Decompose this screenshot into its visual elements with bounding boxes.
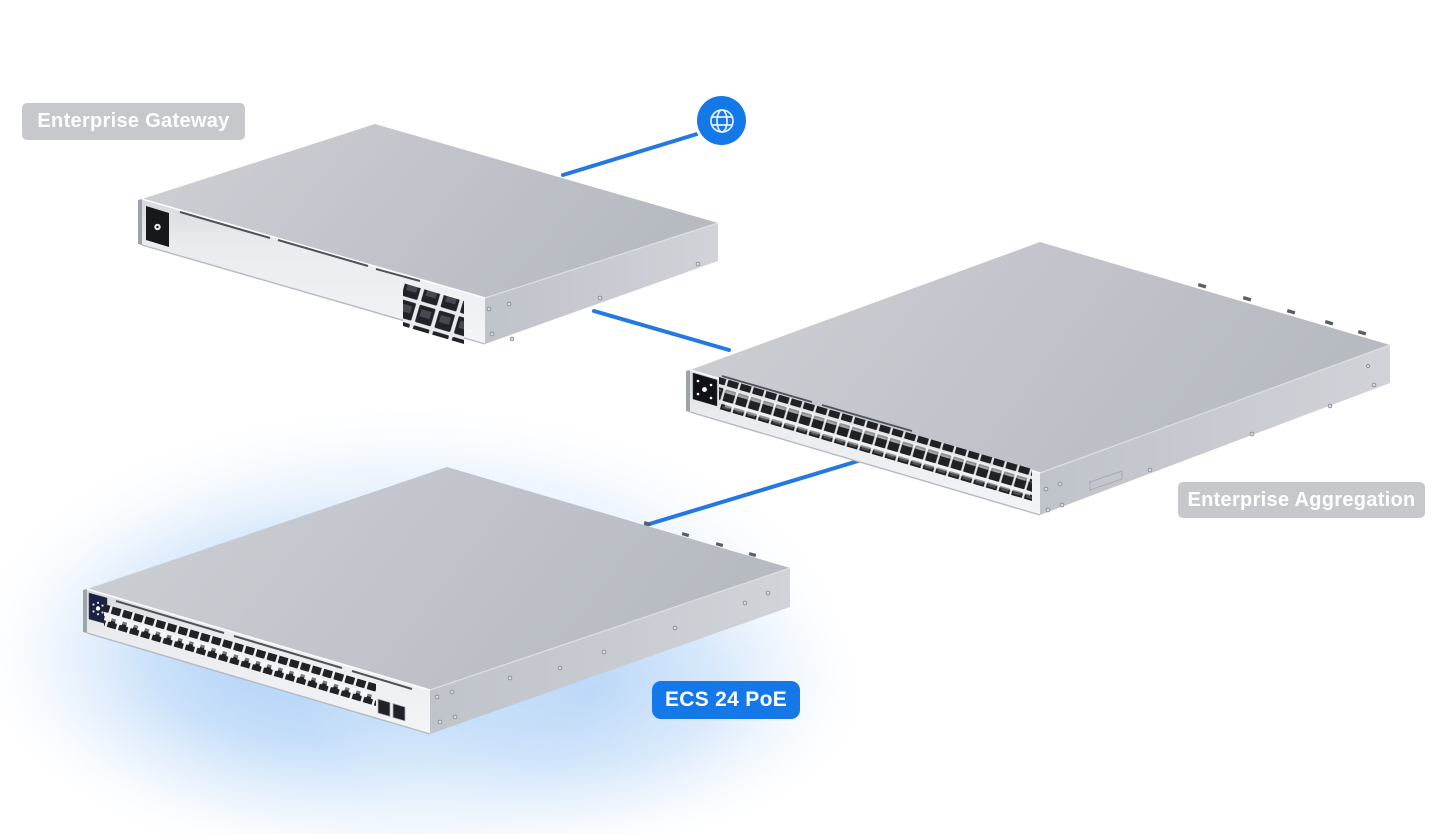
ecs-front-bottom-edge	[86, 632, 431, 735]
gateway-right-face	[485, 223, 718, 344]
aggregation-back-edge-tabs	[1197, 282, 1367, 336]
device-aggregation	[686, 242, 1391, 516]
aggregation-top-face	[690, 242, 1390, 473]
aggregation-right-edge	[1039, 344, 1391, 474]
label-ecs-24-poe: ECS 24 PoE	[652, 681, 800, 719]
link-aggregation-ecs	[644, 459, 860, 527]
label-enterprise-aggregation: Enterprise Aggregation	[1178, 482, 1425, 518]
aggregation-front-bottom-edge	[689, 411, 1041, 516]
aggregation-label-plate	[1089, 470, 1123, 491]
ecs-rj45-ports	[104, 604, 376, 706]
ecs-left-sliver	[83, 589, 87, 633]
ecs-screws	[434, 590, 771, 725]
ecs-vent-slits	[115, 600, 413, 690]
ecs-front-edge-highlight	[86, 588, 431, 691]
aggregation-sfp-ports	[719, 377, 1032, 501]
gateway-right-edge	[484, 222, 719, 299]
aggregation-right-face	[1040, 345, 1390, 515]
gateway-power-inlet	[146, 206, 169, 247]
ecs-back-edge-tabs	[643, 521, 757, 558]
ecs-display	[88, 592, 108, 625]
globe-glyph	[709, 108, 734, 133]
gateway-front-edge-highlight	[141, 198, 486, 299]
device-ecs	[83, 467, 791, 735]
ecs-right-face	[430, 568, 790, 734]
ecs-sfp-ports	[377, 698, 406, 722]
gateway-top-face	[142, 124, 718, 298]
aggregation-display	[692, 372, 718, 407]
gateway-left-sliver	[138, 199, 142, 245]
aggregation-vent-slits	[721, 375, 913, 432]
gateway-front-face	[142, 199, 485, 344]
globe-icon	[697, 96, 746, 145]
aggregation-left-sliver	[686, 370, 690, 412]
gateway-screws	[486, 261, 701, 342]
label-enterprise-gateway: Enterprise Gateway	[22, 103, 245, 140]
device-gateway	[138, 124, 719, 345]
link-internet-gateway	[561, 132, 699, 177]
gateway-vent-slits	[179, 211, 421, 282]
ecs-right-edge	[429, 567, 791, 691]
link-gateway-aggregation	[592, 309, 731, 352]
aggregation-screws	[1043, 364, 1377, 513]
gateway-port-block	[403, 283, 472, 344]
ecs-top-face	[87, 467, 790, 690]
